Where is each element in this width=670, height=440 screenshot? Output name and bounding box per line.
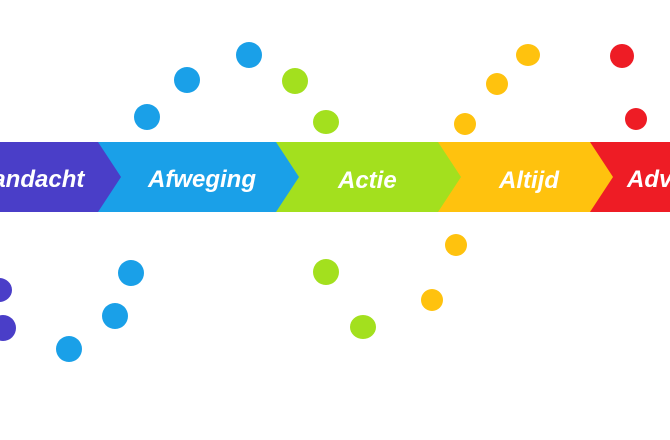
decorative-dot <box>421 289 443 311</box>
decorative-dot <box>134 104 160 130</box>
arrow-stage-aandacht <box>0 142 131 212</box>
stage-label-aandacht: Aandacht <box>0 166 85 193</box>
decorative-dot <box>610 44 634 68</box>
stage-label-altijd: Altijd <box>499 167 559 194</box>
decorative-dot <box>236 42 262 68</box>
arrow-stage-advies <box>590 142 670 212</box>
decorative-dot <box>174 67 200 93</box>
decorative-dot <box>118 260 144 286</box>
decorative-dot <box>486 73 508 95</box>
decorative-dot <box>282 68 308 94</box>
decorative-dot <box>313 110 339 134</box>
decorative-dot <box>0 278 12 302</box>
decorative-dot <box>56 336 82 362</box>
decorative-dot <box>0 315 16 341</box>
arrow-stage-afweging <box>98 142 304 212</box>
decorative-dot <box>625 108 647 130</box>
arrow-stage-actie <box>276 142 465 212</box>
stage-label-actie: Actie <box>338 167 397 194</box>
arrow-stage-altijd <box>438 142 616 212</box>
decorative-dot <box>102 303 128 329</box>
decorative-dot <box>454 113 476 135</box>
decorative-dot <box>445 234 467 256</box>
stage-label-afweging: Afweging <box>148 166 256 193</box>
decorative-dot <box>516 44 540 66</box>
decorative-dot <box>313 259 339 285</box>
stage-label-advies: Advies <box>627 166 670 193</box>
decorative-dot <box>350 315 376 339</box>
